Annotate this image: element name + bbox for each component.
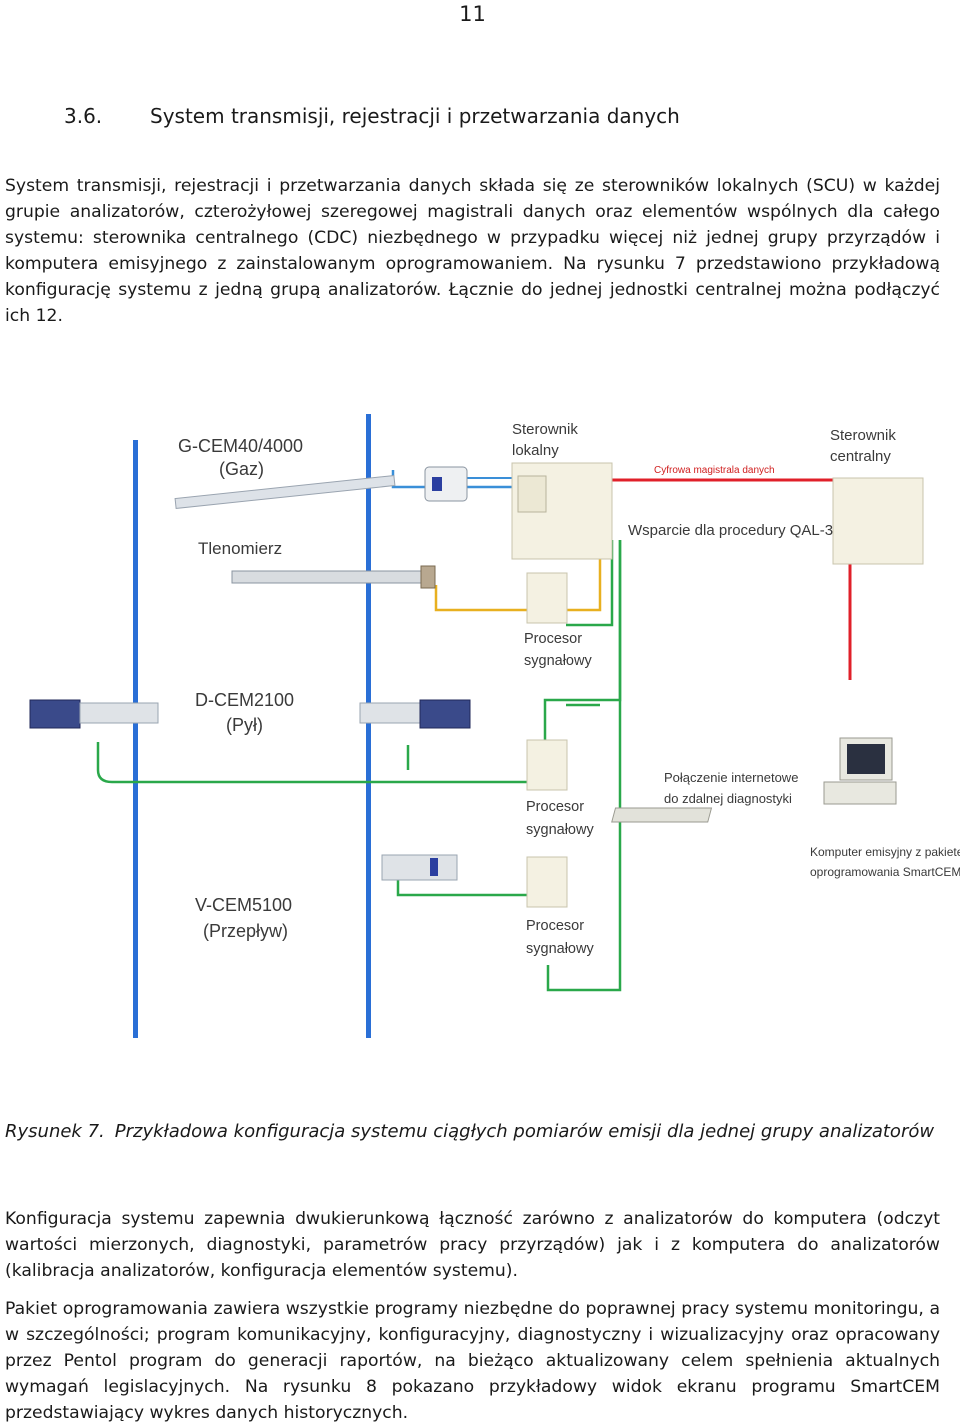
stack-wall-right — [366, 414, 371, 1038]
label-processor-1b: sygnałowy — [524, 653, 592, 669]
label-internet-1: Połączenie internetowe — [664, 770, 798, 785]
stack-wall-left — [133, 440, 138, 1038]
label-computer-2: oprogramowania SmartCEM — [810, 865, 960, 879]
local-controller-panel — [517, 475, 547, 513]
label-local-controller-1: Sterownik — [512, 421, 578, 438]
oxygen-probe-head — [420, 565, 436, 589]
label-internet-2: do zdalnej diagnostyki — [664, 791, 792, 806]
label-central-controller-1: Sterownik — [830, 427, 896, 444]
central-controller-box — [832, 477, 924, 565]
dust-analyzer-left-mount — [79, 702, 159, 724]
label-dcem-model: D-CEM2100 — [195, 690, 294, 710]
figure-caption: Rysunek 7. Przykładowa konfiguracja syste… — [5, 1119, 940, 1145]
label-processor-3a: Procesor — [526, 918, 584, 934]
label-processor-2a: Procesor — [526, 799, 584, 815]
dust-analyzer-right — [419, 699, 471, 729]
flow-sensor-label — [430, 858, 438, 876]
label-digital-bus: Cyfrowa magistrala danych — [654, 465, 775, 476]
label-processor-3b: sygnałowy — [526, 941, 594, 957]
label-local-controller-2: lokalny — [512, 442, 559, 459]
gas-probe-tube — [174, 474, 396, 510]
label-gcem-type: (Gaz) — [219, 459, 264, 479]
computer-screen — [847, 744, 885, 774]
gas-analyzer-label — [432, 477, 442, 491]
oxygen-probe-tube — [231, 570, 423, 584]
page-number: 11 — [459, 2, 486, 26]
signal-processor-box-3 — [526, 856, 568, 908]
label-gcem-model: G-CEM40/4000 — [178, 436, 303, 456]
label-central-controller-2: centralny — [830, 448, 891, 465]
figure-caption-number: Rysunek 7. — [5, 1121, 105, 1142]
label-vcem-model: V-CEM5100 — [195, 895, 292, 915]
dust-analyzer-right-mount — [359, 702, 421, 724]
signal-processor-box-1 — [526, 572, 568, 624]
label-processor-2b: sygnałowy — [526, 822, 594, 838]
label-computer-1: Komputer emisyjny z pakietem — [810, 845, 960, 859]
paragraph-software: Pakiet oprogramowania zawiera wszystkie … — [5, 1299, 940, 1423]
computer-keyboard — [611, 807, 713, 823]
paragraph-communication: Konfiguracja systemu zapewnia dwukierunk… — [5, 1209, 940, 1281]
section-heading: 3.6. System transmisji, rejestracji i prz… — [64, 104, 680, 128]
signal-line-green-3 — [96, 742, 527, 784]
dust-analyzer-left — [29, 699, 81, 729]
signal-processor-box-2 — [526, 739, 568, 791]
label-qal3: Wsparcie dla procedury QAL-3 — [628, 522, 833, 539]
gas-analyzer-housing — [424, 466, 468, 502]
signal-line-green-1 — [566, 540, 614, 627]
signal-line-green-6 — [546, 540, 622, 992]
label-dcem-type: (Pył) — [226, 715, 263, 735]
power-line-yellow-1 — [434, 540, 602, 612]
section-title: System transmisji, rejestracji i przetwa… — [150, 104, 680, 128]
label-processor-1a: Procesor — [524, 631, 582, 647]
signal-line-green-5 — [396, 878, 527, 897]
flow-sensor-body — [381, 854, 458, 881]
paragraph-intro: System transmisji, rejestracji i przetwa… — [5, 176, 940, 326]
computer-case — [823, 781, 897, 805]
label-tlenomierz: Tlenomierz — [198, 539, 282, 558]
figure-caption-text: Przykładowa konfiguracja systemu ciągłyc… — [114, 1121, 935, 1142]
label-vcem-type: (Przepływ) — [203, 921, 288, 941]
digital-bus-line — [612, 478, 852, 680]
system-configuration-diagram: G-CEM40/4000 (Gaz) Tlenomierz D-CEM2100 … — [29, 414, 960, 1038]
section-number: 3.6. — [64, 104, 103, 128]
